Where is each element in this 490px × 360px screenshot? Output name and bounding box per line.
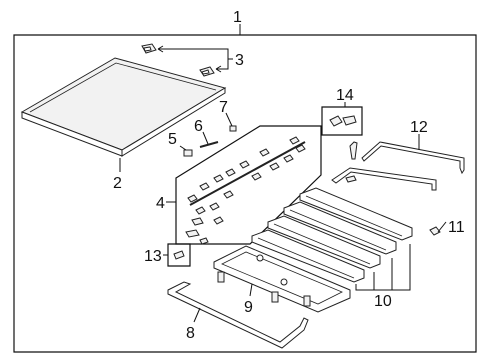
cover-panel <box>20 57 227 157</box>
callout-12: 12 <box>410 119 428 136</box>
leader-8 <box>193 307 201 323</box>
seal-8 <box>167 281 309 349</box>
callout-10: 10 <box>374 293 392 310</box>
callout-7: 7 <box>219 99 228 116</box>
side-rail-12 <box>349 141 465 175</box>
hardware-kit-box <box>175 125 322 245</box>
callout-14: 14 <box>336 87 354 104</box>
callout-6: 6 <box>194 118 203 135</box>
rear-frame-9 <box>213 245 351 313</box>
latch-14 <box>321 106 363 136</box>
pin-7 <box>229 125 237 132</box>
cross-bow-4 <box>251 229 365 283</box>
leader-3 <box>158 48 229 70</box>
leader-7 <box>225 112 233 127</box>
leader-6 <box>202 131 209 145</box>
cross-bow-2 <box>283 201 397 255</box>
callout-9: 9 <box>244 299 253 316</box>
leader-9 <box>249 283 253 297</box>
rod-6 <box>199 141 219 148</box>
leader-11 <box>437 221 447 233</box>
callout-5: 5 <box>168 131 177 148</box>
leader-10 <box>355 244 411 291</box>
leader-3-arrows <box>157 45 222 73</box>
callout-4: 4 <box>156 195 165 212</box>
callout-13: 13 <box>144 248 162 265</box>
callout-3: 3 <box>235 52 244 69</box>
cross-bow-3 <box>267 215 381 269</box>
clip-3a <box>141 43 157 54</box>
cross-bow-1 <box>299 187 413 241</box>
side-rail-11 <box>331 167 441 236</box>
callout-1: 1 <box>233 9 242 26</box>
callout-8: 8 <box>186 325 195 342</box>
callout-11: 11 <box>448 219 465 236</box>
diagram-frame <box>13 24 477 353</box>
callout-2: 2 <box>113 175 122 192</box>
bracket-13 <box>167 243 191 267</box>
small-bracket-5 <box>183 149 193 157</box>
clip-3b <box>199 66 215 77</box>
leader-5 <box>179 145 187 151</box>
